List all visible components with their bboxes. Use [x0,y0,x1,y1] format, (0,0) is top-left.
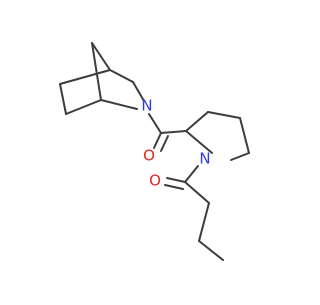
bond [185,130,213,154]
bond [91,42,102,101]
bond [185,111,209,132]
bond [91,42,111,71]
bond [109,69,134,83]
bond [207,111,241,119]
nitrogen-atom-piperidine: N [199,150,210,168]
bond [184,181,210,204]
oxygen-atom-butanoyl: O [149,172,161,190]
bond [132,81,145,102]
bonds [59,42,250,261]
bond [184,165,199,183]
nitrogen-atom-bicycle: N [141,97,152,115]
bond [166,177,186,183]
atom-labels: N O N O [141,97,210,190]
bond [198,240,224,261]
oxygen-atom-amide: O [143,147,155,165]
bond [65,99,102,115]
molecule-drawing: N O N O [59,42,250,261]
bond [230,152,250,161]
bond [59,83,67,115]
bond [153,132,162,149]
bond [160,135,169,152]
structure-canvas: N O N O [59,42,250,261]
bond [198,202,210,242]
bond [59,69,111,85]
bond [239,117,250,154]
bond [160,130,187,134]
bond [100,99,138,110]
bond [164,184,184,190]
bond [148,113,162,134]
